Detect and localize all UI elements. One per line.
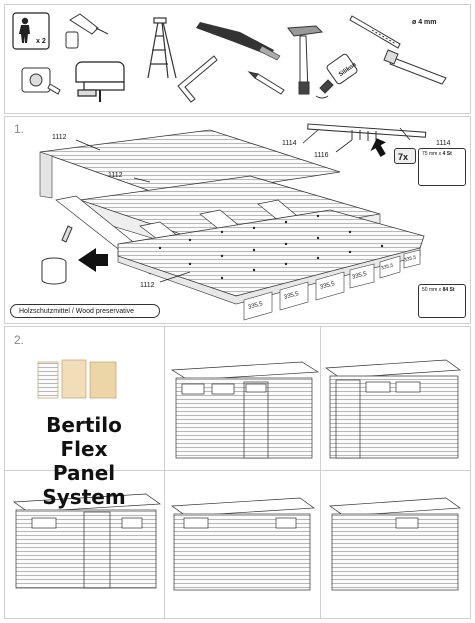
two-persons-icon xyxy=(12,12,50,50)
dimension-tabs xyxy=(243,249,421,321)
step2-divider-vertical-2 xyxy=(320,326,321,619)
screw-50mm-box: 50 mm x 84 St xyxy=(418,284,466,318)
screw-markers xyxy=(158,214,384,280)
tape-measure-icon xyxy=(21,67,61,95)
brand-title: Bertilo Flex Panel System xyxy=(20,413,148,509)
shed-large-view xyxy=(12,493,162,589)
part-label-1112-top: 1112 xyxy=(52,134,67,141)
preservative-can-icon xyxy=(41,225,73,285)
tools-panel xyxy=(4,4,471,114)
shed-front-view xyxy=(170,361,320,459)
screw-50mm-spec: 50 mm x 84 St xyxy=(422,287,455,293)
shed-medium-view xyxy=(170,497,316,591)
direction-arrow xyxy=(78,138,386,272)
step2-panel xyxy=(4,326,471,619)
step1-number: 1. xyxy=(14,122,25,136)
shed-small-view xyxy=(329,497,461,591)
pencil-icon xyxy=(247,71,285,95)
hand-saw-icon xyxy=(383,49,447,85)
part-label-1112-bottom: 1112 xyxy=(140,282,155,289)
jigsaw-icon xyxy=(75,61,125,102)
person-count-label: x 2 xyxy=(36,38,46,45)
part-label-1116: 1116 xyxy=(314,152,329,159)
cordless-drill-icon xyxy=(65,13,109,49)
utility-knife-icon xyxy=(196,22,281,61)
screw-count-badge: 7x xyxy=(394,148,416,164)
drill-bit-icon xyxy=(349,15,401,49)
step2-divider-vertical-1 xyxy=(164,326,165,619)
step-ladder-icon xyxy=(147,17,177,79)
step2-divider-horizontal xyxy=(4,470,471,471)
screw-75mm-spec: 75 mm x 4 St xyxy=(422,151,452,157)
silicone-cartridge-icon xyxy=(315,53,358,99)
callout-lines xyxy=(75,127,411,283)
shed-angle-view xyxy=(325,359,461,459)
rafter-beam xyxy=(307,123,427,141)
brand-line-2: Panel System xyxy=(42,461,126,509)
wood-preservative-label: Holzschutzmittel / Wood preservative xyxy=(10,304,160,318)
screw-75mm-box: 75 mm x 4 St xyxy=(418,148,466,186)
part-label-1112-middle: 1112 xyxy=(108,172,123,179)
hammer-icon xyxy=(287,25,324,95)
panel-samples-icon xyxy=(37,359,117,399)
step1-panel xyxy=(4,116,471,324)
part-label-1114-left: 1114 xyxy=(282,140,297,147)
step2-number: 2. xyxy=(14,333,25,347)
brand-line-1: Bertilo Flex xyxy=(46,413,122,461)
carpenter-square-icon xyxy=(177,55,218,103)
drill-bit-diameter-label: ø 4 mm xyxy=(412,19,437,26)
part-label-1114-right: 1114 xyxy=(436,140,451,147)
